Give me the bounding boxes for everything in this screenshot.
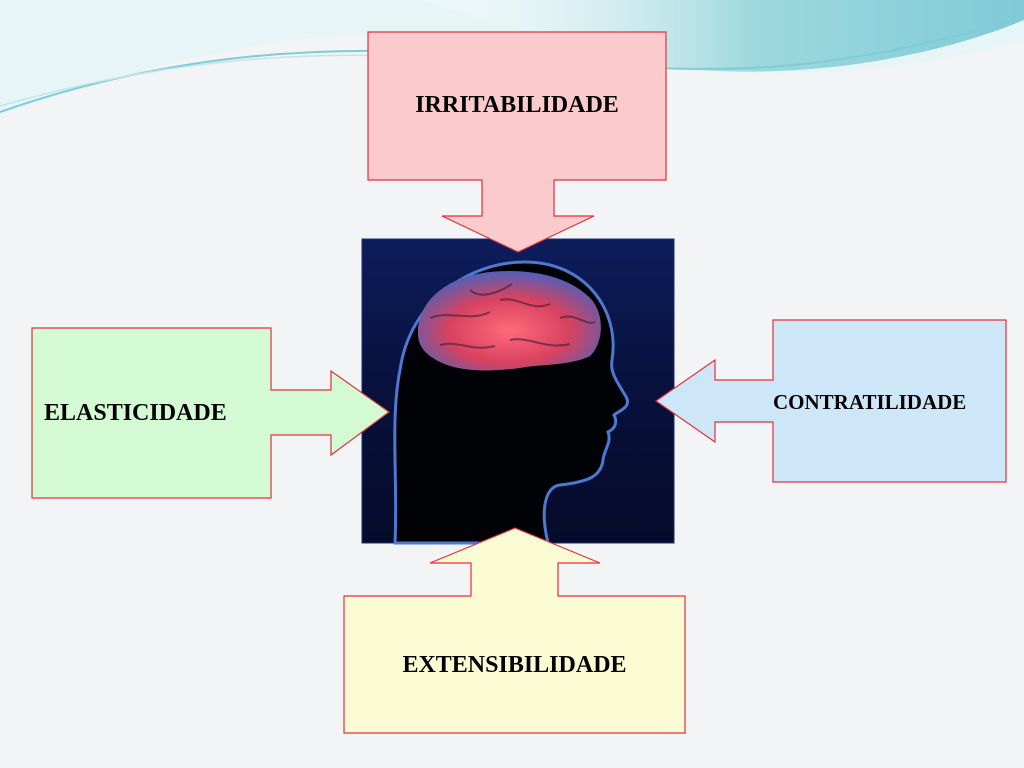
extensibilidade-box [343,527,686,734]
contratilidade-box [654,319,1007,483]
elasticidade-callout [31,327,391,499]
irritabilidade-callout [367,31,667,253]
elasticidade-label: ELASTICIDADE [44,400,227,426]
irritabilidade-box [367,31,667,253]
contratilidade-label: CONTRATILIDADE [773,390,967,414]
extensibilidade-label: EXTENSIBILIDADE [402,652,627,678]
contratilidade-callout [654,319,1007,483]
elasticidade-box [31,327,391,499]
extensibilidade-callout [343,527,686,734]
brain-head-image [361,238,675,545]
irritabilidade-label: IRRITABILIDADE [415,92,619,118]
